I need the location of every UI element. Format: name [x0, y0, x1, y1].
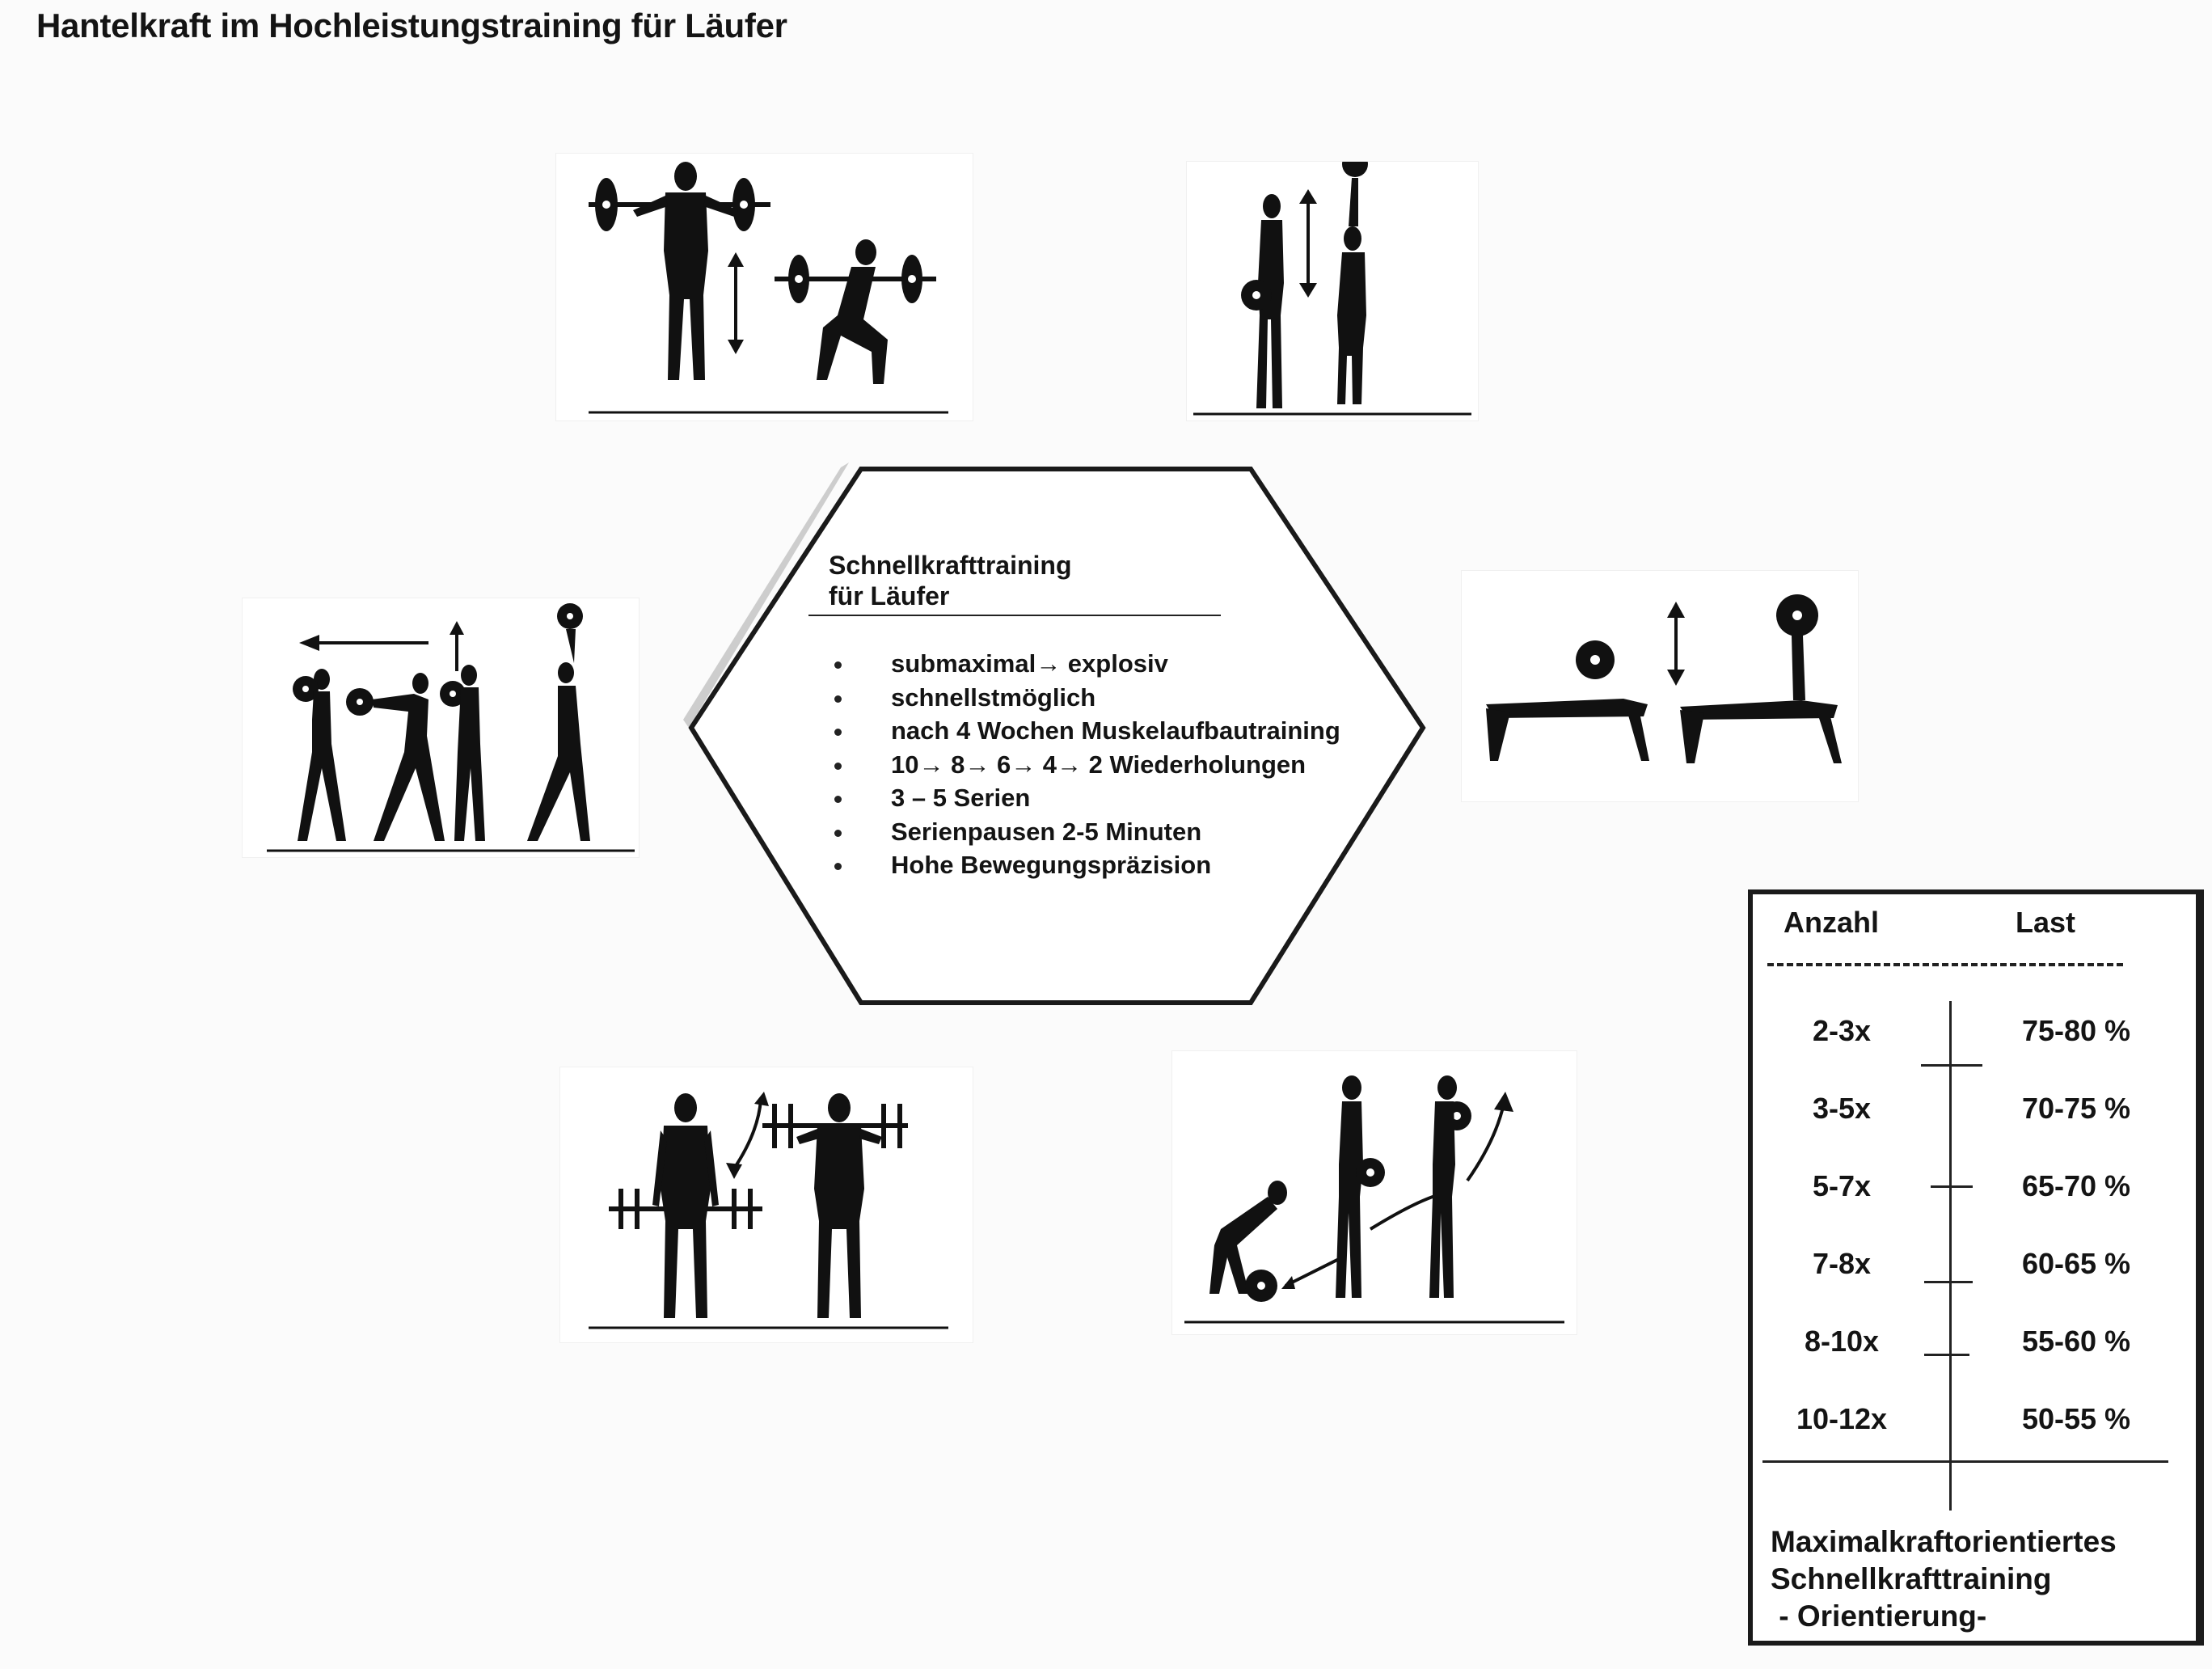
row-tick	[1924, 1281, 1973, 1283]
list-item: 3 – 5 Serien	[808, 781, 1340, 815]
list-item: submaximal→ explosiv	[808, 647, 1340, 681]
hexagon-heading: Schnellkrafttraining für Läufer	[808, 550, 1391, 611]
hexagon-heading-line2: für Läufer	[829, 581, 950, 611]
hexagon-bullet-list: submaximal→ explosiv schnellstmöglich na…	[808, 647, 1340, 882]
hexagon-content: Schnellkrafttraining für Läufer submaxim…	[808, 550, 1391, 879]
header-divider	[1767, 963, 2123, 966]
list-item: Hohe Bewegungspräzision	[808, 848, 1340, 882]
list-item: schnellstmöglich	[808, 681, 1340, 715]
exercise-panel-press	[560, 1067, 973, 1342]
load-table-box: Anzahl Last 2-3x 75-80 % 3-5x 70-75 % 5-…	[1748, 889, 2201, 1646]
dumbbell-jump-icon	[1193, 162, 1471, 416]
table-row: 3-5x 70-75 %	[1812, 1092, 2131, 1125]
table-row: 8-10x 55-60 %	[1804, 1325, 2131, 1358]
footer-line: Maximalkraftorientiertes	[1771, 1525, 2117, 1558]
bench-press-icon	[1486, 594, 1842, 763]
list-item: 10→ 8→ 6→ 4→ 2 Wiederholungen	[808, 748, 1340, 782]
hexagon-heading-rule	[808, 615, 1221, 616]
table-row: 2-3x 75-80 %	[1812, 1014, 2131, 1047]
column-header-load: Last	[2016, 906, 2076, 939]
hexagon-heading-line1: Schnellkrafttraining	[829, 551, 1072, 580]
table-footer: Maximalkraftorientiertes Schnellkrafttra…	[1771, 1523, 2117, 1635]
hexagon-frame	[683, 463, 1426, 1005]
list-item: Serienpausen 2-5 Minuten	[808, 815, 1340, 849]
table-row: 5-7x 65-70 %	[1812, 1169, 2131, 1202]
exercise-panel-squat	[556, 154, 973, 420]
medicine-ball-throw-icon	[267, 603, 635, 852]
exercise-panel-jump	[1187, 162, 1478, 420]
clean-and-press-icon	[589, 1092, 948, 1329]
exercise-panel-deadlift	[1172, 1051, 1577, 1334]
table-row: 7-8x 60-65 %	[1812, 1247, 2131, 1280]
footer-line: Schnellkrafttraining	[1771, 1562, 2052, 1595]
exercise-panel-bench	[1462, 571, 1858, 801]
row-tick	[1924, 1354, 1969, 1356]
exercise-panel-throw	[243, 598, 639, 857]
column-header-count: Anzahl	[1784, 906, 1880, 939]
page-title: Hantelkraft im Hochleistungstraining für…	[36, 6, 787, 44]
list-item: nach 4 Wochen Muskelaufbautraining	[808, 714, 1340, 748]
row-tick	[1921, 1064, 1982, 1067]
row-tick	[1931, 1185, 1973, 1188]
column-divider	[1949, 1001, 1952, 1511]
back-squat-icon	[589, 162, 948, 414]
deadlift-jerk-icon	[1184, 1075, 1564, 1324]
table-bottom-rule	[1762, 1460, 2168, 1463]
table-row: 10-12x 50-55 %	[1796, 1402, 2131, 1435]
footer-line: - Orientierung-	[1771, 1599, 1987, 1633]
